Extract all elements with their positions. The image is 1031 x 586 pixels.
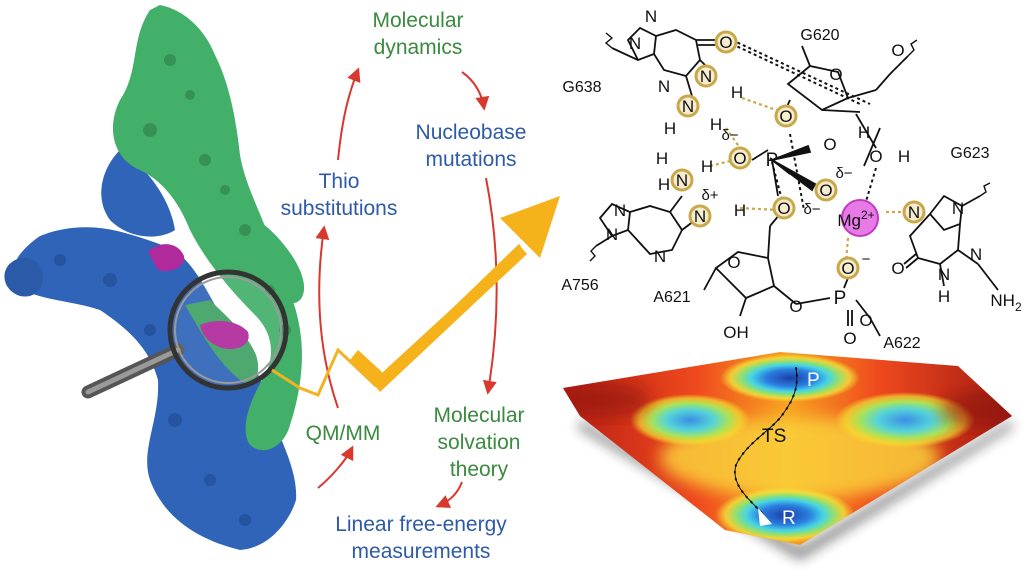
svg-text:O: O bbox=[891, 259, 904, 278]
svg-text:H: H bbox=[656, 149, 668, 168]
svg-text:N: N bbox=[938, 265, 950, 284]
svg-text:O: O bbox=[841, 259, 854, 278]
label-nucleobase-mutations: Nucleobase mutations bbox=[406, 119, 536, 173]
svg-text:O: O bbox=[843, 329, 856, 348]
svg-text:N: N bbox=[682, 97, 694, 116]
mechanism-diagram bbox=[590, 28, 998, 336]
svg-text:O: O bbox=[829, 65, 842, 84]
svg-text:P: P bbox=[766, 150, 779, 171]
svg-text:N: N bbox=[658, 77, 670, 96]
svg-text:N: N bbox=[676, 171, 688, 190]
svg-text:N: N bbox=[645, 7, 657, 26]
svg-text:H: H bbox=[701, 157, 713, 176]
label-a621: A621 bbox=[653, 289, 690, 306]
label-a622: A622 bbox=[883, 335, 920, 352]
svg-text:H: H bbox=[858, 123, 870, 142]
label-thio-substitutions: Thio substitutions bbox=[266, 168, 412, 222]
svg-text:H: H bbox=[734, 201, 746, 220]
svg-text:N: N bbox=[970, 245, 982, 264]
label-reactant: R bbox=[782, 508, 796, 529]
svg-text:δ−: δ− bbox=[835, 165, 852, 182]
label-ts: TS bbox=[762, 426, 786, 447]
mechanism-labels: G638 G620 G623 A756 A621 A622 N N N O N … bbox=[561, 7, 1022, 352]
svg-text:N: N bbox=[606, 225, 618, 244]
arrow-to-md bbox=[338, 70, 358, 160]
label-product: P bbox=[807, 370, 820, 391]
rna-ribozyme-surface bbox=[4, 5, 304, 550]
svg-text:O: O bbox=[777, 199, 790, 218]
svg-text:H: H bbox=[938, 287, 950, 306]
arrow-to-thio bbox=[319, 228, 338, 408]
svg-text:δ−: δ− bbox=[721, 127, 738, 144]
label-linear-free-energy: Linear free-energy measurements bbox=[292, 511, 550, 565]
svg-text:O: O bbox=[789, 297, 802, 316]
zoom-arrow bbox=[272, 196, 560, 395]
svg-text:N: N bbox=[694, 207, 706, 226]
svg-text:N: N bbox=[629, 34, 641, 53]
svg-text:O: O bbox=[819, 181, 832, 200]
svg-text:H: H bbox=[658, 175, 670, 194]
svg-text:O: O bbox=[779, 107, 792, 126]
svg-text:O: O bbox=[891, 41, 904, 60]
label-g620: G620 bbox=[800, 27, 839, 44]
label-molecular-dynamics: Molecular dynamics bbox=[350, 7, 486, 61]
arrow-to-qmmm bbox=[318, 448, 352, 488]
svg-text:O: O bbox=[823, 135, 836, 154]
svg-text:O: O bbox=[733, 149, 746, 168]
svg-text:δ+: δ+ bbox=[701, 187, 718, 204]
svg-text:O: O bbox=[727, 253, 740, 272]
svg-text:O: O bbox=[859, 311, 872, 330]
arrow-to-mutations bbox=[462, 72, 484, 108]
svg-text:H: H bbox=[710, 115, 722, 134]
svg-text:N: N bbox=[614, 201, 626, 220]
label-g623: G623 bbox=[950, 145, 989, 162]
label-molecular-solvation: Molecular solvation theory bbox=[414, 402, 544, 483]
svg-text:H: H bbox=[664, 119, 676, 138]
arrow-to-lfer bbox=[438, 482, 462, 506]
label-qm-mm: QM/MM bbox=[295, 420, 391, 447]
svg-text:δ−: δ− bbox=[803, 201, 820, 218]
svg-text:N: N bbox=[952, 199, 964, 218]
svg-text:H: H bbox=[731, 83, 743, 102]
svg-text:OH: OH bbox=[723, 323, 749, 342]
label-g638: G638 bbox=[562, 79, 601, 96]
svg-text:N: N bbox=[700, 67, 712, 86]
svg-text:P: P bbox=[834, 288, 847, 309]
energy-landscape: P TS R bbox=[550, 352, 1031, 560]
svg-text:O: O bbox=[869, 147, 882, 166]
svg-text:NH2: NH2 bbox=[990, 291, 1022, 314]
svg-text:−: − bbox=[862, 251, 871, 268]
svg-text:N: N bbox=[654, 247, 666, 266]
svg-text:H: H bbox=[898, 147, 910, 166]
svg-text:O: O bbox=[719, 33, 732, 52]
svg-text:N: N bbox=[908, 203, 920, 222]
label-a756: A756 bbox=[561, 277, 598, 294]
